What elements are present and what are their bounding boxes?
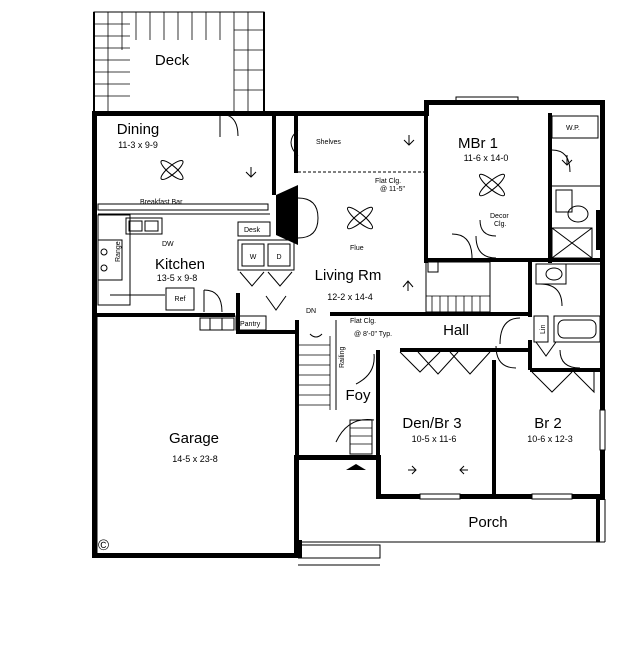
refrigerator	[165, 287, 195, 311]
decor-clg-label: Decor	[490, 213, 509, 220]
down-stair-label: DN	[306, 308, 316, 315]
exterior-walls	[92, 100, 605, 558]
railing-label: Railing	[339, 346, 346, 368]
arrow-left-icon	[459, 465, 468, 475]
garage-label: Garage	[169, 430, 219, 447]
kitchen-dims: 13-5 x 9-8	[157, 273, 198, 283]
arrow-down-icon	[245, 167, 257, 178]
shelves-label: Shelves	[316, 139, 341, 146]
deck: Deck	[93, 11, 265, 113]
deck-label: Deck	[155, 52, 190, 69]
washer-label: W	[250, 254, 257, 261]
front-entry-marker	[346, 464, 366, 470]
dishwasher-label: DW	[162, 241, 174, 248]
den-br3-dims: 10-5 x 11-6	[412, 434, 457, 444]
hall-label: Hall	[443, 322, 469, 339]
flat-clg-hall-height: @ 8'-0" Typ.	[354, 331, 392, 338]
linen-label: Lin	[540, 325, 547, 334]
wp-label: W.P.	[566, 125, 580, 132]
garage-dims: 14-5 x 23-8	[172, 454, 218, 464]
desk-label: Desk	[244, 227, 260, 234]
ceiling-fan-icon	[346, 206, 374, 230]
arrow-right-icon	[408, 465, 417, 475]
foyer-label: Foy	[345, 387, 371, 404]
flat-clg-living-height: @ 11-5"	[380, 186, 406, 193]
door-swing-icon	[219, 113, 239, 137]
living-room-dims: 12-2 x 14-4	[327, 292, 373, 302]
garage: Garage 14-5 x 23-8 ©	[96, 316, 219, 554]
arrow-down-icon	[561, 155, 573, 166]
kitchen: Range DW Kitchen 13-5 x 9-8 Ref	[97, 214, 223, 313]
dining-room: Dining 11-3 x 9-9 Breakfast Bar	[97, 113, 270, 215]
dryer-label: D	[276, 254, 281, 261]
ceiling-fan-icon	[160, 159, 184, 181]
mbr1-label: MBr 1	[458, 135, 498, 152]
porch-label: Porch	[468, 514, 507, 531]
arrow-up-icon	[402, 280, 414, 291]
copyright-mark: ©	[98, 537, 109, 554]
porch: Porch	[298, 499, 606, 566]
flat-clg-living-label: Flat Clg.	[375, 178, 401, 185]
hall-bath: Lin	[533, 263, 602, 369]
decor-clg-label-2: Clg.	[494, 221, 507, 228]
br2-label: Br 2	[534, 415, 562, 432]
den-bedroom-3: Den/Br 3 10-5 x 11-6	[399, 351, 491, 500]
mbr1-dims: 11-6 x 14-0	[464, 153, 509, 163]
laundry-area: Desk W D Pantry	[199, 221, 295, 331]
hall-foyer: DN Flat Clg. @ 8'-0" Typ. Hall Railing F…	[299, 308, 521, 470]
living-room: Shelves Flat Clg. @ 11-5" Flue Living Rm…	[276, 129, 424, 302]
kitchen-label: Kitchen	[155, 256, 205, 273]
br2-dims: 10-6 x 12-3	[527, 434, 573, 444]
dining-label: Dining	[117, 121, 160, 138]
flat-clg-hall-label: Flat Clg.	[350, 318, 376, 325]
interior-walls	[95, 113, 603, 498]
master-bedroom: MBr 1 11-6 x 14-0 Decor Clg.	[425, 96, 519, 313]
dining-dims: 11-3 x 9-9	[118, 140, 158, 150]
breakfast-bar-label: Breakfast Bar	[140, 199, 183, 206]
den-br3-label: Den/Br 3	[402, 415, 461, 432]
range-label: Range	[115, 241, 122, 262]
living-room-label: Living Rm	[315, 267, 382, 284]
ceiling-fan-icon	[478, 173, 506, 197]
pantry-label: Pantry	[240, 321, 261, 328]
master-bath: W.P.	[551, 115, 600, 259]
refrigerator-label: Ref	[175, 296, 186, 303]
bedroom-2: Br 2 10-6 x 12-3	[527, 371, 606, 500]
flue-label: Flue	[350, 245, 364, 252]
arrow-down-icon	[403, 135, 415, 146]
